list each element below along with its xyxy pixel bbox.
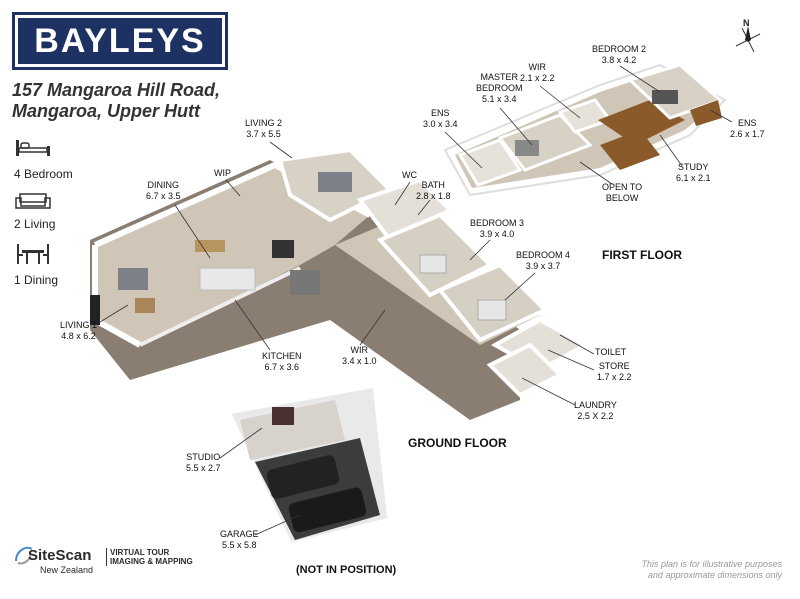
sitescan-region: New Zealand (40, 565, 94, 575)
master-bed (515, 140, 539, 156)
living-1-table (135, 298, 155, 313)
property-address: 157 Mangaroa Hill Road, Mangaroa, Upper … (12, 80, 220, 122)
living-stat: 2 Living (14, 190, 55, 231)
ground-floor-label: GROUND FLOOR (408, 436, 507, 450)
label-toilet: TOILET (595, 347, 627, 357)
garage-vehicle-2 (288, 487, 367, 533)
kitchen-island (199, 267, 256, 291)
dining-table (195, 240, 225, 252)
bedroom-count: 4 Bedroom (14, 167, 73, 181)
wall-cabinet (90, 295, 100, 325)
open-to-below (600, 130, 660, 170)
first-floor-plan (443, 63, 727, 197)
logo-text: BAYLEYS (34, 22, 206, 60)
ground-floor-steps (290, 270, 320, 295)
sitescan-swirl-icon (15, 546, 33, 565)
sitescan-tag-2: IMAGING & MAPPING (110, 557, 193, 566)
dining-stat: 1 Dining (14, 240, 58, 287)
kitchen-oven (272, 240, 294, 258)
studio-furniture (272, 407, 294, 425)
compass-icon (735, 26, 761, 53)
studio-room (240, 400, 345, 460)
bayleys-logo: BAYLEYS (12, 12, 228, 70)
sitescan-logo: SiteScan VIRTUAL TOUR IMAGING & MAPPING … (12, 543, 193, 579)
not-in-position-label: (NOT IN POSITION) (296, 564, 397, 576)
first-floor-label: FIRST FLOOR (602, 248, 682, 262)
dining-count: 1 Dining (14, 273, 59, 287)
bedroom-2-bed (652, 90, 678, 104)
studio-garage-plan (224, 382, 393, 548)
master-bedroom-room (497, 113, 593, 172)
address-line-1: 157 Mangaroa Hill Road, (12, 80, 221, 100)
sofa-icon (15, 193, 51, 209)
living-1-sofa (118, 268, 148, 290)
label-wc: WC (402, 170, 417, 180)
bedroom-stat: 4 Bedroom (14, 134, 73, 181)
bedroom-3-bed (419, 254, 447, 274)
dining-table-icon (17, 244, 49, 264)
label-wip: WIP (214, 168, 231, 178)
address-line-2: Mangaroa, Upper Hutt (12, 101, 201, 121)
disclaimer: This plan is for illustrative purposes a… (641, 559, 782, 580)
living-area-floor (95, 165, 370, 345)
compass-north-label: N (743, 18, 750, 28)
sitescan-brand: SiteScan (28, 547, 92, 564)
bedroom-4-bed (477, 299, 507, 321)
bed-icon (16, 140, 50, 156)
living-count: 2 Living (14, 217, 56, 231)
garage-vehicle-1 (266, 455, 340, 499)
living-2-sofa (318, 172, 352, 192)
sitescan-tag-1: VIRTUAL TOUR (110, 548, 170, 557)
